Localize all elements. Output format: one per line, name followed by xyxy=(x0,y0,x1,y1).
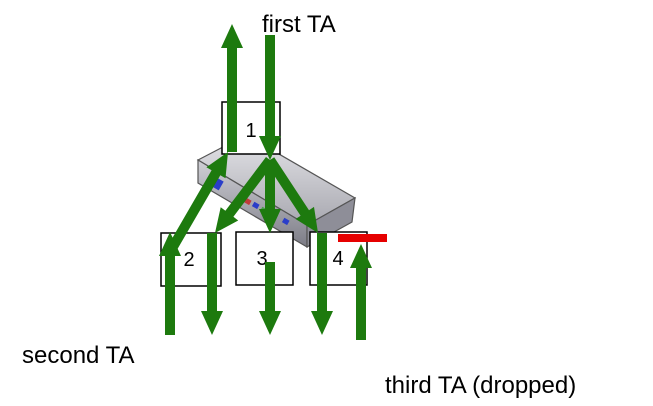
port-label-1: 1 xyxy=(245,120,256,142)
second-ta-label: second TA xyxy=(22,342,135,369)
port-label-3: 3 xyxy=(256,248,267,270)
port-box-3: 3 xyxy=(235,231,294,286)
arrow-into-port-1 xyxy=(259,35,281,160)
arrow-out-port-4 xyxy=(311,233,333,335)
network-switch-icon xyxy=(196,134,357,249)
arrow-out-port-3 xyxy=(259,262,281,335)
arrow-switch-to-port-2 xyxy=(215,157,274,233)
arrow-switch-to-port-3 xyxy=(259,160,281,233)
arrow-switch-to-port-4 xyxy=(265,157,318,233)
third-ta-label: third TA (dropped) xyxy=(385,372,576,399)
arrow-out-port-1 xyxy=(221,24,243,152)
arrow-out-port-2 xyxy=(201,233,223,335)
arrow-second-ta-up xyxy=(159,232,181,335)
first-ta-label: first TA xyxy=(262,11,336,38)
port-label-2: 2 xyxy=(183,249,194,271)
arrow-second-ta-to-switch xyxy=(165,152,228,255)
port-label-4: 4 xyxy=(332,248,343,270)
flow-arrows xyxy=(159,24,372,340)
drop-bar xyxy=(338,234,387,242)
arrow-third-ta-up xyxy=(350,244,372,340)
